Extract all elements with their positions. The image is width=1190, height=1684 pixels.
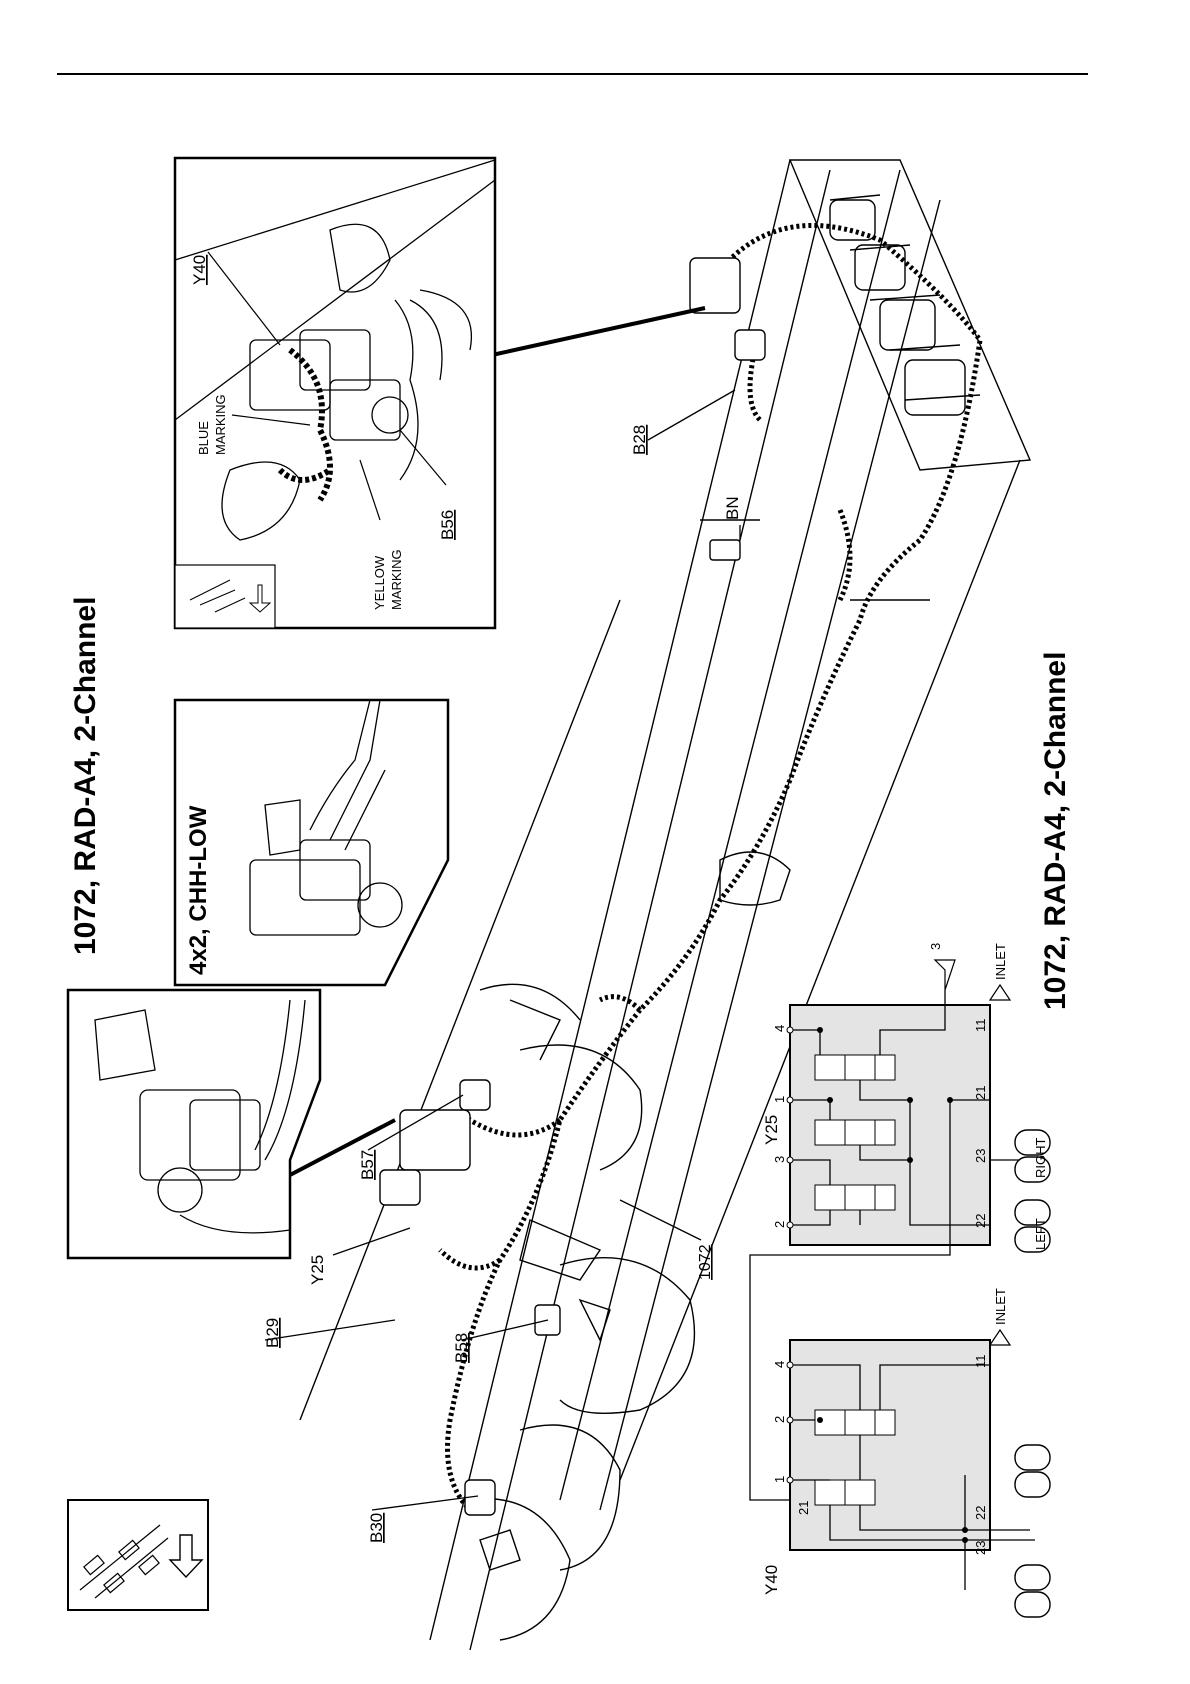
title-main-bottom: 1072, RAD-A4, 2-Channel <box>1039 652 1072 1010</box>
label-b29: B29 <box>263 1318 282 1348</box>
label-b28: B28 <box>630 425 649 455</box>
y40-port-1: 1 <box>772 1476 787 1483</box>
y40-airbag-1 <box>1015 1445 1050 1470</box>
y25-port-4: 4 <box>772 1025 787 1032</box>
y40-inlet-label: INLET <box>993 1288 1008 1325</box>
inset-y25-closeup <box>68 990 320 1258</box>
inset-y40-closeup <box>175 158 495 628</box>
label-bn: BN <box>723 496 742 520</box>
y40-port-23: 23 <box>973 1541 988 1555</box>
title-main-top: 1072, RAD-A4, 2-Channel <box>69 597 102 955</box>
label-harness-1072: 1072 <box>697 1244 714 1280</box>
locator-box-bottom <box>68 1500 208 1610</box>
y25-outlet-label: 3 <box>928 943 943 950</box>
label-b58: B58 <box>452 1333 471 1363</box>
label-blue-marking-2: MARKING <box>213 394 228 455</box>
y25-port-11: 11 <box>973 1019 988 1033</box>
y25-inlet-label: INLET <box>993 943 1008 980</box>
y25-port-23: 23 <box>973 1149 988 1163</box>
y40-inlet-arrow-icon <box>990 1330 1010 1345</box>
label-b30: B30 <box>367 1513 386 1543</box>
schematic-y25 <box>750 960 1050 1275</box>
y40-airbag-3 <box>1015 1565 1050 1590</box>
schematic-y40 <box>750 1275 1050 1617</box>
y25-port-1: 1 <box>772 1096 787 1103</box>
y25-left-label: LEFT <box>1033 1218 1048 1250</box>
y40-port-22: 22 <box>973 1506 988 1520</box>
y40-port-2: 2 <box>772 1416 787 1423</box>
y25-port-21: 21 <box>973 1086 988 1100</box>
y40-port-4: 4 <box>772 1361 787 1368</box>
inlet-arrow-icon <box>990 985 1010 1000</box>
y40-airbag-2 <box>1015 1472 1050 1497</box>
y25-title: Y25 <box>762 1115 781 1145</box>
y25-port-3: 3 <box>772 1156 787 1163</box>
b29-sensor-body <box>380 1170 420 1205</box>
y40-port-11: 11 <box>973 1355 988 1369</box>
y25-right-label: RIGHT <box>1033 1138 1048 1179</box>
y40-port-21: 21 <box>796 1501 811 1515</box>
label-b57: B57 <box>358 1150 377 1180</box>
bn-connector-body <box>710 540 740 560</box>
harness-1072-cable <box>420 225 980 1510</box>
y25-port-2: 2 <box>772 1221 787 1228</box>
y25-valve-body <box>400 1110 470 1170</box>
label-yellow-marking-2: MARKING <box>389 549 404 610</box>
y40-airbag-4 <box>1015 1592 1050 1617</box>
label-y25: Y25 <box>308 1255 327 1285</box>
inset-4x2-chh-low <box>175 700 448 985</box>
b57-sensor-body <box>460 1080 490 1110</box>
y25-port-22: 22 <box>973 1214 988 1228</box>
y40-title: Y40 <box>762 1565 781 1595</box>
b28-sensor-body <box>690 258 740 313</box>
title-inset-variant: 4x2, CHH-LOW <box>185 805 212 975</box>
label-blue-marking-1: BLUE <box>196 421 211 455</box>
outlet-arrow-icon <box>935 960 955 990</box>
label-y40: Y40 <box>190 255 209 285</box>
label-yellow-marking-1: YELLOW <box>372 555 387 610</box>
label-b56: B56 <box>438 510 457 540</box>
